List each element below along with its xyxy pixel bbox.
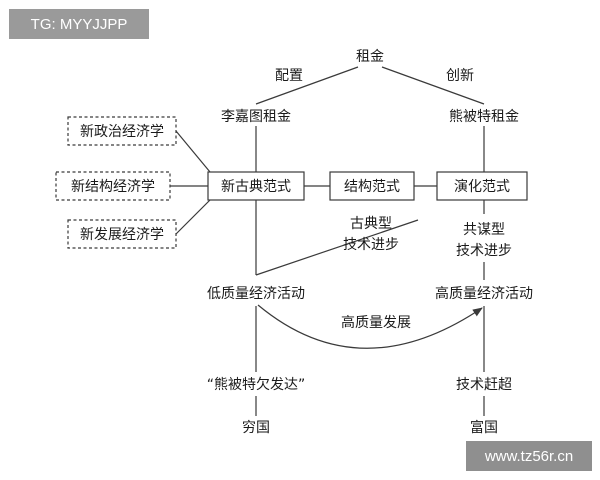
label-schumpeter-underdeveloped: “熊被特欠发达” [207, 377, 306, 393]
arrow-high-quality-development [257, 304, 483, 349]
label-poor-country: 穷国 [242, 420, 270, 436]
label-tech-catchup: 技术赶超 [456, 377, 512, 393]
box-evolutionary-paradigm [436, 171, 528, 201]
edge-classical-tech-to-low-quality [255, 219, 419, 276]
watermark-bottom-right: www.tz56r.cn [466, 441, 592, 471]
label-neoclassical-paradigm: 新古典范式 [221, 178, 291, 195]
watermark-top-left: TG: MYYJJPP [9, 9, 149, 39]
edge-development-to-neoclassical [175, 199, 211, 235]
label-new-structural-economics: 新结构经济学 [71, 179, 155, 195]
box-neoclassical-paradigm [207, 171, 305, 201]
label-classical-tech-line1: 古典型 [350, 216, 392, 232]
label-new-development-economics: 新发展经济学 [80, 227, 164, 243]
box-new-political-economics [67, 116, 177, 146]
label-high-quality-development: 高质量发展 [341, 314, 411, 331]
label-allocation: 配置 [275, 68, 303, 84]
label-ricardian-rent: 李嘉图租金 [221, 109, 291, 125]
label-rent: 租金 [356, 49, 384, 65]
watermark-bottom-right-text: www.tz56r.cn [484, 447, 574, 465]
label-schumpeterian-rent: 熊被特租金 [449, 109, 519, 125]
box-new-development-economics [67, 219, 177, 249]
edge-rent-to-ricardian [255, 66, 359, 105]
box-new-structural-economics [55, 171, 171, 201]
label-cospecific-tech-line1: 共谋型 [463, 222, 505, 238]
label-rich-country: 富国 [470, 419, 498, 436]
box-structural-paradigm [329, 171, 415, 201]
label-classical-tech-line2: 技术进步 [343, 237, 399, 253]
label-cospecific-tech-line2: 技术进步 [456, 243, 512, 259]
label-new-political-economics: 新政治经济学 [80, 124, 164, 140]
watermark-top-left-text: TG: MYYJJPP [30, 15, 128, 33]
label-innovation: 创新 [446, 68, 474, 84]
label-low-quality-activity: 低质量经济活动 [207, 286, 305, 302]
edge-rent-to-schumpeterian [381, 66, 485, 105]
label-evolutionary-paradigm: 演化范式 [454, 178, 510, 195]
label-structural-paradigm: 结构范式 [344, 178, 400, 195]
label-high-quality-activity: 高质量经济活动 [435, 285, 533, 302]
edge-political-to-neoclassical [175, 130, 211, 173]
